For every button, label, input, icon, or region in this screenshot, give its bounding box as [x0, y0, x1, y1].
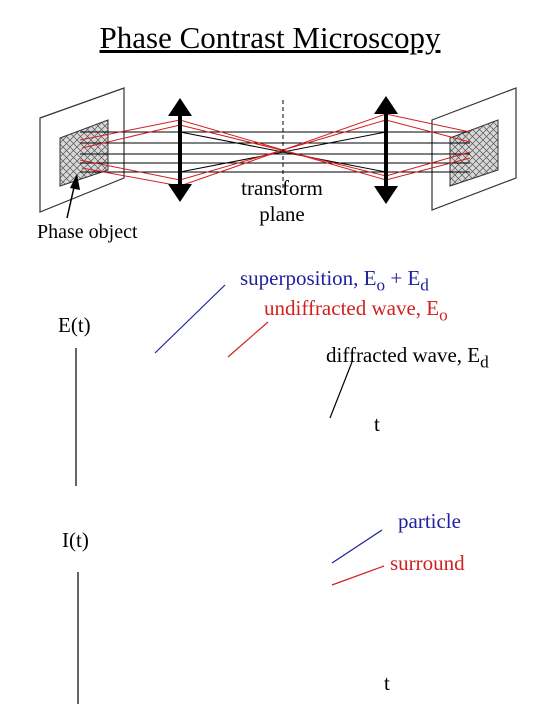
surround-stroke [331, 565, 385, 586]
transform-plane-label-line2: plane [259, 202, 305, 226]
t-axis-label-top: t [374, 412, 380, 436]
superposition-label: superposition, Eo + Ed [240, 266, 429, 295]
lens-right [374, 96, 398, 204]
diffracted-label: diffracted wave, Ed [326, 343, 489, 372]
particle-stroke [331, 529, 383, 564]
e-axis-label: E(t) [58, 313, 91, 337]
phase-object-arrow [66, 174, 80, 219]
page-title: Phase Contrast Microscopy [99, 20, 441, 55]
surround-label: surround [390, 551, 465, 575]
t-axis-label-bottom: t [384, 671, 390, 695]
i-axis-label: I(t) [62, 528, 89, 552]
transform-plane-label-line1: transform [241, 176, 323, 200]
superposition-stroke [154, 284, 226, 354]
lens-left [168, 98, 192, 202]
particle-label: particle [398, 509, 461, 533]
object-slide [39, 87, 125, 213]
undiffracted-stroke [227, 321, 269, 358]
diffracted-stroke [329, 361, 353, 419]
phase-object-label: Phase object [37, 221, 138, 243]
undiffracted-label: undiffracted wave, Eo [264, 296, 448, 325]
image-slide [431, 87, 517, 211]
